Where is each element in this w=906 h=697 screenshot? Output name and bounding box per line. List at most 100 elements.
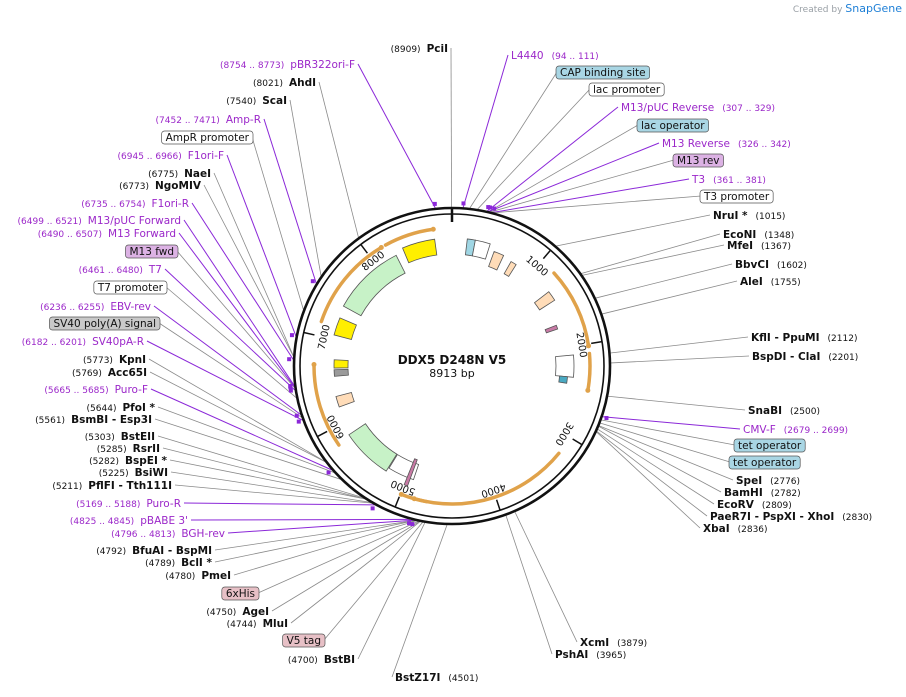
label-name: BGH-rev xyxy=(181,528,225,540)
label-position: (7452 .. 7471) xyxy=(156,116,220,126)
map-label-enzyme: XcmI(3879) xyxy=(580,637,647,649)
label-name: XbaI xyxy=(703,523,730,535)
map-label-enzyme: PaeR7I - PspXI - XhoI(2830) xyxy=(710,511,872,523)
map-label-primer: F1ori-R(6735 .. 6754) xyxy=(81,198,189,210)
label-name: KflI - PpuMI xyxy=(751,332,820,344)
map-label-enzyme: BspEI *(5282) xyxy=(89,455,167,467)
map-label-primer: CMV-F(2679 .. 2699) xyxy=(743,424,848,436)
primer-marker xyxy=(461,201,466,206)
label-position: (5644) xyxy=(87,404,117,414)
map-label-grey: SV40 poly(A) signal xyxy=(49,316,161,331)
map-label-enzyme: AleI(1755) xyxy=(740,276,801,288)
plasmid-size: 8913 bp xyxy=(429,367,474,380)
label-leader xyxy=(154,418,341,480)
label-name: ScaI xyxy=(262,95,287,107)
label-name: BamHI xyxy=(724,487,763,499)
label-name: T7 xyxy=(148,264,162,276)
label-position: (8909) xyxy=(391,45,421,55)
label-position: (6236 .. 6255) xyxy=(40,303,104,313)
label-name: BfuAI - BspMI xyxy=(132,545,212,557)
label-leader xyxy=(602,280,738,315)
orf-arc-head xyxy=(430,226,436,232)
map-label-enzyme: BsmBI - Esp3I(5561) xyxy=(35,414,152,426)
label-position: (5303) xyxy=(85,433,115,443)
label-name: SV40pA-R xyxy=(92,336,144,348)
label-position: (5282) xyxy=(89,457,119,467)
scale-tick-label: 2000 xyxy=(573,332,588,359)
label-leader xyxy=(271,521,420,612)
label-leader xyxy=(582,244,725,276)
label-leader xyxy=(158,322,302,418)
label-position: (2830) xyxy=(842,513,872,523)
label-position: (2201) xyxy=(828,353,858,363)
label-leaders xyxy=(146,47,750,678)
map-label-primer: Amp-R(7452 .. 7471) xyxy=(156,114,261,126)
scale-tick xyxy=(495,499,501,511)
label-name: L4440 xyxy=(511,50,544,62)
map-label-enzyme: BamHI(2782) xyxy=(724,487,801,499)
primer-marker xyxy=(288,384,293,389)
label-position: (6461 .. 6480) xyxy=(79,266,143,276)
label-leader xyxy=(600,422,731,463)
label-leader xyxy=(493,178,690,213)
primer-marker xyxy=(432,201,437,206)
map-label-enzyme: PshAI(3965) xyxy=(555,649,626,661)
label-position: (1755) xyxy=(771,278,801,288)
label-position: (361 .. 381) xyxy=(713,176,766,186)
label-name: BspDI - ClaI xyxy=(752,351,820,363)
map-label-enzyme: XbaI(2836) xyxy=(703,523,768,535)
label-name: MfeI xyxy=(727,240,753,252)
label-name: CAP binding site xyxy=(560,67,646,79)
label-name: pBR322ori-F xyxy=(290,59,355,71)
label-leader xyxy=(263,118,317,284)
label-name: F1ori-R xyxy=(152,198,189,210)
label-name: T7 promoter xyxy=(97,282,164,294)
label-name: NgoMIV xyxy=(155,180,202,192)
feature-labels: PciI(8909)L4440(94 .. 111)CAP binding si… xyxy=(18,43,873,684)
label-position: (2679 .. 2699) xyxy=(784,426,848,436)
label-leader xyxy=(233,520,417,576)
rsv-promoter-arrow xyxy=(471,239,491,260)
label-leader xyxy=(157,435,363,498)
label-leader xyxy=(227,519,414,534)
map-label-enzyme: PmeI(4780) xyxy=(165,570,231,582)
primer-marker xyxy=(287,357,292,362)
orf-arc xyxy=(412,451,561,506)
label-leader xyxy=(257,521,419,594)
label-name: AhdI xyxy=(289,77,316,89)
label-name: F1ori-F xyxy=(188,150,224,162)
pink-marker xyxy=(403,458,418,487)
orf-arc-head xyxy=(378,244,384,250)
label-leader xyxy=(170,471,371,503)
snapgene-logo: SnapGene xyxy=(845,2,902,15)
primer-marker xyxy=(492,206,497,211)
label-position: (4796 .. 4813) xyxy=(111,530,175,540)
scale-tick-label: 1000 xyxy=(523,254,550,279)
orf-arc-head xyxy=(586,343,592,349)
map-label-pink: V5 tag xyxy=(282,633,326,648)
label-leader xyxy=(183,219,295,386)
primer-marker xyxy=(370,506,375,511)
label-name: PflFI - Tth111I xyxy=(88,480,172,492)
label-position: (5769) xyxy=(72,369,102,379)
orf-arc-head xyxy=(398,491,404,497)
label-leader xyxy=(169,459,365,500)
label-name: M13 Forward xyxy=(108,228,176,240)
scale-tick xyxy=(360,243,368,254)
cmv-tet-marker xyxy=(558,375,568,384)
label-position: (8021) xyxy=(253,79,283,89)
label-box xyxy=(588,82,665,97)
label-name: SpeI xyxy=(736,475,762,487)
label-name: NruI * xyxy=(713,210,748,222)
label-name: V5 tag xyxy=(287,635,321,647)
label-name: BstBI xyxy=(324,654,355,666)
label-leader xyxy=(150,388,332,471)
map-label-enzyme: NruI *(1015) xyxy=(713,210,785,222)
label-leader xyxy=(251,136,304,310)
label-leader xyxy=(596,431,701,529)
map-label-enzyme: AgeI(4750) xyxy=(206,606,269,618)
label-leader xyxy=(176,250,295,389)
map-label-primer: Puro-F(5665 .. 5685) xyxy=(44,384,148,396)
label-name: KpnI xyxy=(119,354,146,366)
label-position: (6490 .. 6507) xyxy=(38,230,102,240)
